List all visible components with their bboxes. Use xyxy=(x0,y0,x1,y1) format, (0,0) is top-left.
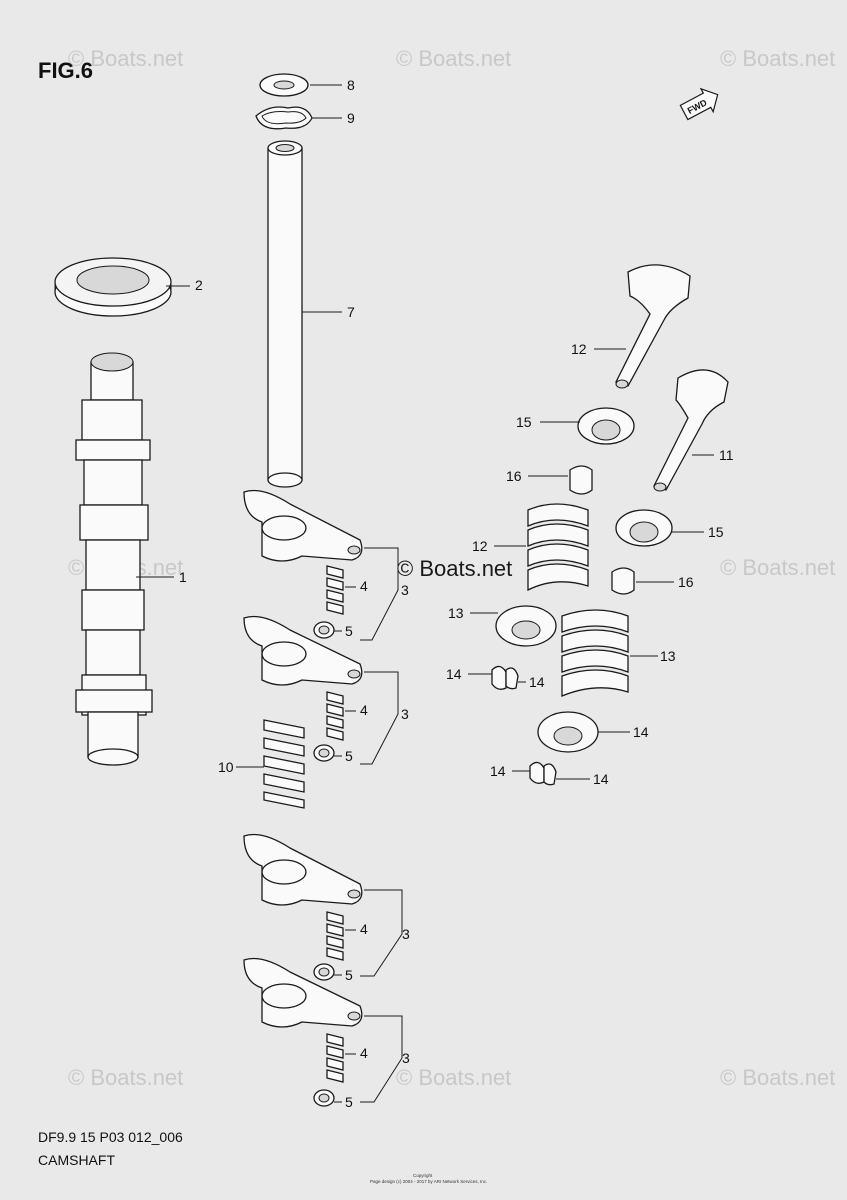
o-ring-part xyxy=(255,106,313,130)
callout-3: 3 xyxy=(402,1050,410,1066)
diagram-title: CAMSHAFT xyxy=(38,1152,115,1168)
rocker-arm-set-4 xyxy=(243,957,363,1107)
watermark: © Boats.net xyxy=(720,1065,835,1090)
callout-14: 14 xyxy=(593,771,609,787)
retainer-15-upper-part xyxy=(577,407,635,445)
seal-16-lower-part xyxy=(611,567,635,595)
rocker-arm-set-3 xyxy=(243,833,363,981)
watermark-center: © Boats.net xyxy=(397,556,512,581)
leader-lines xyxy=(136,84,714,1103)
keeper-14-lower-part xyxy=(529,761,557,786)
figure-label: FIG.6 xyxy=(38,58,93,83)
callout-1: 1 xyxy=(179,569,187,585)
valve-spring-12-lower-part xyxy=(561,609,629,697)
seat-13-lower-part xyxy=(537,711,599,753)
valve-10-part xyxy=(653,369,729,492)
callout-5: 5 xyxy=(345,967,353,983)
callout-12: 12 xyxy=(472,538,488,554)
washer-part xyxy=(259,73,309,97)
diagram-code: DF9.9 15 P03 012_006 xyxy=(38,1129,183,1145)
callout-3: 3 xyxy=(402,926,410,942)
callout-8: 9 xyxy=(347,110,355,126)
coil-spring-part xyxy=(263,719,305,809)
callout-9: 10 xyxy=(218,759,234,775)
callout-3: 3 xyxy=(401,706,409,722)
copyright-line: Copyright xyxy=(413,1173,433,1178)
fwd-arrow-icon: FWD xyxy=(679,87,719,121)
callout-15: 15 xyxy=(708,524,724,540)
callout-4: 4 xyxy=(360,702,368,718)
watermark: © Boats.net xyxy=(720,46,835,71)
callout-4: 4 xyxy=(360,921,368,937)
watermark: © Boats.net xyxy=(720,555,835,580)
retainer-15-lower-part xyxy=(615,509,673,547)
valve-11-part xyxy=(615,264,691,389)
callout-14: 14 xyxy=(490,763,506,779)
callout-5: 5 xyxy=(345,623,353,639)
callout-14: 14 xyxy=(529,674,545,690)
callout-14: 14 xyxy=(446,666,462,682)
copyright-line: Page design (c) 2004 - 2017 by ARI Netwo… xyxy=(370,1179,487,1184)
callout-13: 14 xyxy=(633,724,649,740)
rocker-arm-set-1 xyxy=(243,489,363,639)
callout-16: 16 xyxy=(678,574,694,590)
callout-10: 11 xyxy=(719,447,734,463)
rocker-shaft-part xyxy=(267,140,303,488)
callout-2: 2 xyxy=(195,277,203,293)
callout-11: 12 xyxy=(571,341,587,357)
seat-13-upper-part xyxy=(495,605,557,647)
watermark: © Boats.net xyxy=(68,1065,183,1090)
callout-6: 7 xyxy=(347,304,355,320)
callout-13: 13 xyxy=(448,605,464,621)
valve-spring-12-upper-part xyxy=(527,503,589,592)
callout-15: 15 xyxy=(516,414,532,430)
keeper-14-upper-part xyxy=(491,665,519,690)
rocker-arm-set-2 xyxy=(243,615,363,762)
oil-seal-part xyxy=(54,257,172,317)
watermark: © Boats.net xyxy=(396,46,511,71)
callout-5: 5 xyxy=(345,1094,353,1110)
callout-16: 16 xyxy=(506,468,522,484)
callout-7: 8 xyxy=(347,77,355,93)
callout-labels: 8 9 7 2 1 10 3 4 5 3 4 5 3 4 5 3 4 5 12 … xyxy=(179,77,734,1110)
seal-16-upper-part xyxy=(569,465,593,495)
callout-4: 4 xyxy=(360,1045,368,1061)
callout-3: 3 xyxy=(401,582,409,598)
callout-5: 5 xyxy=(345,748,353,764)
watermark: © Boats.net xyxy=(396,1065,511,1090)
callout-12: 13 xyxy=(660,648,676,664)
callout-4: 4 xyxy=(360,578,368,594)
camshaft-part xyxy=(75,352,153,766)
watermark: © Boats.net xyxy=(68,46,183,71)
